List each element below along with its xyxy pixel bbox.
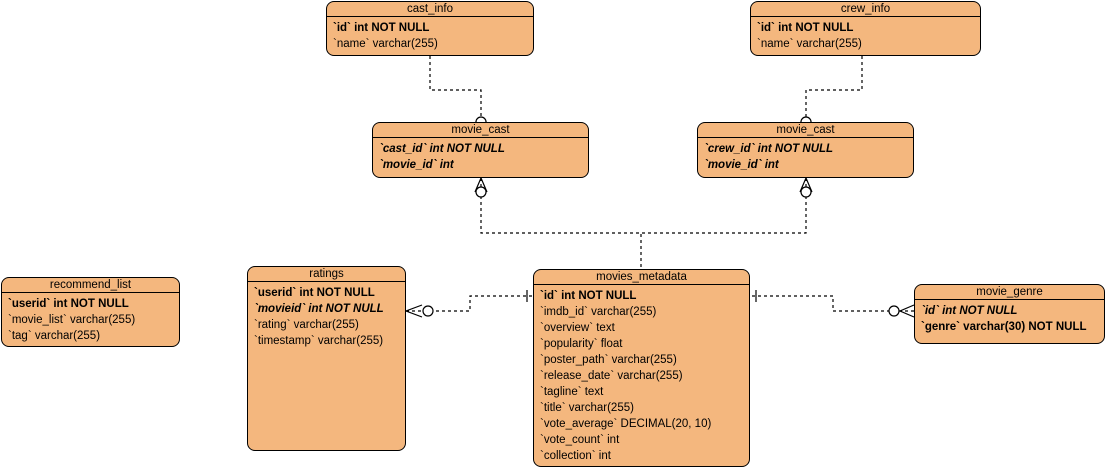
- connector-movie-cast-metadata: [480, 178, 642, 270]
- field-row: `crew_id` int NOT NULL: [704, 143, 834, 155]
- connector-ratings-metadata: [406, 295, 533, 312]
- table-title: movie_genre: [915, 285, 1104, 300]
- field-row: `tag` varchar(255): [8, 330, 101, 342]
- table-movie-cast[interactable]: movie_cast `cast_id` int NOT NULL `movie…: [372, 122, 589, 178]
- field-row: `overview` text: [540, 322, 615, 334]
- field-row: `timestamp` varchar(255): [254, 335, 384, 347]
- connector-cast-info-movie-cast: [429, 56, 482, 122]
- crowfoot-marker: [898, 304, 915, 318]
- field-row: `popularity` float: [540, 338, 623, 350]
- field-row: `release_date` varchar(255): [540, 370, 683, 382]
- field-row: `id` int NOT NULL: [333, 22, 430, 34]
- field-row: `cast_id` int NOT NULL: [379, 143, 505, 155]
- field-row: `movie_id` int: [704, 159, 779, 171]
- table-ratings[interactable]: ratings `userid` int NOT NULL `movieid` …: [247, 266, 406, 451]
- field-row: `id` int NOT NULL: [757, 22, 854, 34]
- table-title: movie_cast: [373, 123, 588, 138]
- field-row: `rating` varchar(255): [254, 319, 359, 331]
- crowfoot-marker: [474, 176, 488, 193]
- field-row: `collection` int: [540, 450, 611, 462]
- table-recommend-list[interactable]: recommend_list `userid` int NOT NULL `mo…: [1, 277, 180, 347]
- table-title: ratings: [248, 267, 405, 282]
- field-row: `vote_average` DECIMAL(20, 10): [540, 418, 712, 430]
- table-title: crew_info: [751, 2, 980, 17]
- field-row: `id` int NOT NULL: [540, 290, 637, 302]
- table-cast-info[interactable]: cast_info `id` int NOT NULL `name` varch…: [326, 1, 534, 56]
- field-row: `movie_list` varchar(255): [8, 314, 136, 326]
- crowfoot-marker: [799, 176, 813, 193]
- field-row: `imdb_id` varchar(255): [540, 306, 657, 318]
- field-row: `title` varchar(255): [540, 402, 634, 414]
- connector-crew-info-movie-crew: [805, 56, 863, 122]
- table-title: movie_cast: [698, 123, 913, 138]
- field-row: `poster_path` varchar(255): [540, 354, 677, 366]
- field-row: `vote_count` int: [540, 434, 620, 446]
- connector-movie-crew-metadata: [641, 178, 807, 234]
- table-title: cast_info: [327, 2, 533, 17]
- field-row: `movie_id` int: [379, 159, 454, 171]
- field-row: `id` int NOT NULL: [921, 305, 1018, 317]
- table-movies-metadata[interactable]: movies_metadata `id` int NOT NULL `imdb_…: [533, 269, 750, 467]
- zero-marker: [475, 186, 487, 198]
- field-row: `name` varchar(255): [757, 38, 862, 50]
- table-crew-info[interactable]: crew_info `id` int NOT NULL `name` varch…: [750, 1, 981, 56]
- field-row: `userid` int NOT NULL: [8, 298, 129, 310]
- zero-marker: [888, 305, 900, 317]
- table-title: recommend_list: [2, 278, 179, 293]
- table-title: movies_metadata: [534, 270, 749, 285]
- zero-marker: [422, 305, 434, 317]
- field-row: `genre` varchar(30) NOT NULL: [921, 321, 1087, 333]
- field-row: `movieid` int NOT NULL: [254, 303, 384, 315]
- zero-marker: [800, 186, 812, 198]
- field-row: `name` varchar(255): [333, 38, 438, 50]
- crowfoot-marker: [404, 304, 423, 318]
- table-movie-crew[interactable]: movie_cast `crew_id` int NOT NULL `movie…: [697, 122, 914, 178]
- field-row: `tagline` text: [540, 386, 604, 398]
- table-movie-genre[interactable]: movie_genre `id` int NOT NULL `genre` va…: [914, 284, 1105, 344]
- field-row: `userid` int NOT NULL: [254, 287, 375, 299]
